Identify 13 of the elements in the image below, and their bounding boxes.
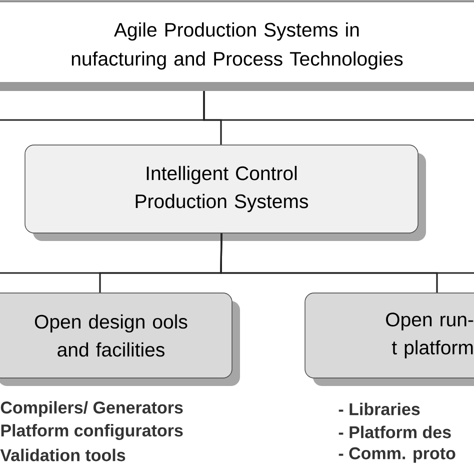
list-item: Compilers/ Generators (0, 401, 183, 417)
process-box: Open run-t platform (304, 292, 474, 386)
list-item: - Platform des (338, 426, 451, 438)
list-item: - Libraries (338, 402, 420, 416)
node-label: Agile Production Systems in nufacturing and Process Technologies (72, 22, 403, 70)
process-box: Open design ools and facilities (0, 292, 240, 386)
title-band: Agile Production Systems in nufacturing and Process Technologies (0, 0, 474, 91)
list-item: Validation tools (0, 448, 126, 462)
list-item: - Comm. proto (338, 447, 456, 463)
list-item: Platform configurators (1, 424, 183, 440)
connector-line (203, 91, 474, 121)
connector-line (220, 233, 474, 274)
process-box: Intelligent Control Production Systems (24, 144, 426, 241)
